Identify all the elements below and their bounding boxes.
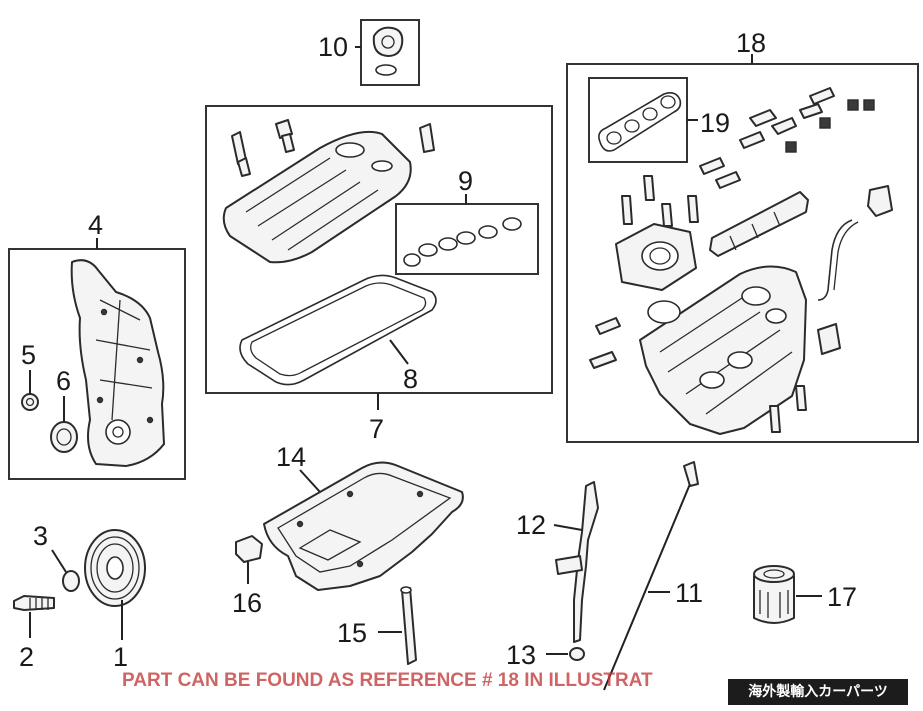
intake-gasket-part xyxy=(598,92,682,152)
seal-small-part xyxy=(21,393,39,411)
callout-4: 4 xyxy=(88,210,103,240)
oil-cap-box xyxy=(360,19,420,86)
seller-badge: 海外製輸入カーパーツ xyxy=(728,679,908,705)
callout-15: 15 xyxy=(337,618,367,648)
callout-10: 10 xyxy=(318,32,348,62)
valve-cover-part xyxy=(222,130,412,264)
callout-6: 6 xyxy=(56,366,71,396)
dipstick-tube-lower-part xyxy=(400,586,417,665)
callout-14: 14 xyxy=(276,442,306,472)
callout-13: 13 xyxy=(506,640,536,670)
callout-11: 11 xyxy=(675,578,703,608)
leader-lines xyxy=(29,46,822,655)
callout-18: 18 xyxy=(736,28,766,58)
oil-pan-plug-part xyxy=(235,535,263,563)
callout-1: 1 xyxy=(113,642,128,672)
callout-8: 8 xyxy=(403,364,418,394)
crank-pulley-part xyxy=(84,529,146,607)
callout-12: 12 xyxy=(516,510,546,540)
pulley-bolt-part xyxy=(13,595,55,611)
crank-seal-part xyxy=(50,421,78,453)
callout-19: 19 xyxy=(700,108,730,138)
injectors-and-bolts xyxy=(589,87,875,433)
valve-cover-bolts xyxy=(231,119,435,177)
callout-2: 2 xyxy=(19,642,34,672)
washer-part xyxy=(62,570,80,592)
callout-7: 7 xyxy=(369,414,384,444)
timing-cover-part xyxy=(70,259,165,467)
valve-cover-gasket-part xyxy=(239,274,437,386)
reference-notice-text: PART CAN BE FOUND AS REFERENCE # 18 IN I… xyxy=(122,670,653,691)
callout-17: 17 xyxy=(827,582,857,612)
callout-5: 5 xyxy=(21,340,36,370)
dipstick-part xyxy=(603,461,699,691)
engine-block-group-box xyxy=(566,63,919,443)
oil-pan-part xyxy=(263,461,464,591)
oil-filler-cap-part xyxy=(372,26,404,76)
callout-16: 16 xyxy=(232,588,262,618)
spark-plug-seals-part xyxy=(403,217,522,267)
oil-filter-part xyxy=(753,565,795,624)
callout-3: 3 xyxy=(33,521,48,551)
callout-9: 9 xyxy=(458,166,473,196)
dipstick-tube-part xyxy=(555,481,599,643)
engine-block-assembly-part xyxy=(615,185,893,435)
o-ring-small-part xyxy=(569,647,585,661)
